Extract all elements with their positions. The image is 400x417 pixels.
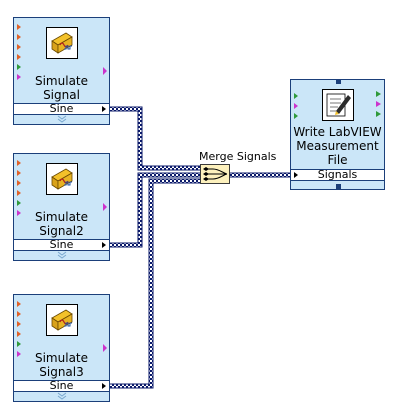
expand-handle[interactable] [14,392,109,401]
chevron-down-icon [57,115,67,123]
expand-handle[interactable] [14,115,109,124]
terminal-label: Signals [317,168,358,181]
bottom-connector [336,184,341,189]
output-terminal-marker [103,203,107,211]
sine-output-terminal[interactable]: Sine [14,239,109,251]
terminal-label: Sine [49,238,74,251]
input-terminal-markers [17,160,21,216]
write-file-icon [321,89,354,121]
write-measurement-file-node[interactable]: Write LabVIEW Measurement File Signals [290,79,385,190]
simulate-signal3-node[interactable]: Simulate Signal3 Sine [13,294,110,402]
simulate-signal2-node[interactable]: Simulate Signal2 Sine [13,153,110,261]
merge-icon [203,167,228,181]
terminal-label: Sine [49,102,74,115]
input-terminal-markers [17,24,21,80]
terminal-arrow-icon [102,242,106,248]
wire-signal2-to-merge[interactable] [110,172,200,248]
node-title-line2: Signal3 [39,365,84,379]
node-title-line3: File [327,153,348,167]
top-connector [336,79,341,84]
terminal-label: Sine [49,379,74,392]
signals-input-terminal[interactable]: Signals [291,169,384,181]
wire-signal1-to-merge[interactable] [110,106,200,171]
node-title-line1: Simulate [34,74,89,88]
input-terminal-markers [17,301,21,357]
wire-signal3-to-merge[interactable] [110,178,200,389]
terminal-arrow-icon [102,383,106,389]
output-terminal-marker [103,344,107,352]
node-title-line2: Signal2 [39,224,84,238]
chevron-down-icon [57,251,67,259]
sine-output-terminal[interactable]: Sine [14,103,109,115]
node-title-line1: Simulate [34,351,89,365]
simulate-signal-icon [45,163,78,195]
output-terminal-markers [376,91,381,117]
terminal-arrow-icon [294,172,298,178]
output-terminal-marker [103,67,107,75]
terminal-arrow-icon [102,106,106,112]
simulate-signal-node[interactable]: Simulate Signal Sine [13,17,110,125]
expand-handle[interactable] [14,251,109,260]
node-title-line1: Simulate [34,210,89,224]
sine-output-terminal[interactable]: Sine [14,380,109,392]
chevron-down-icon [57,392,67,400]
merge-signals-label: Merge Signals [199,150,277,163]
node-title-line1: Write LabVIEW [293,125,382,139]
simulate-signal-icon [45,304,78,336]
input-terminal-markers [294,93,298,119]
node-title-line2: Signal [43,88,80,102]
simulate-signal-icon [45,27,78,59]
node-title-line2: Measurement [296,139,379,153]
merge-signals-node[interactable] [200,164,230,184]
